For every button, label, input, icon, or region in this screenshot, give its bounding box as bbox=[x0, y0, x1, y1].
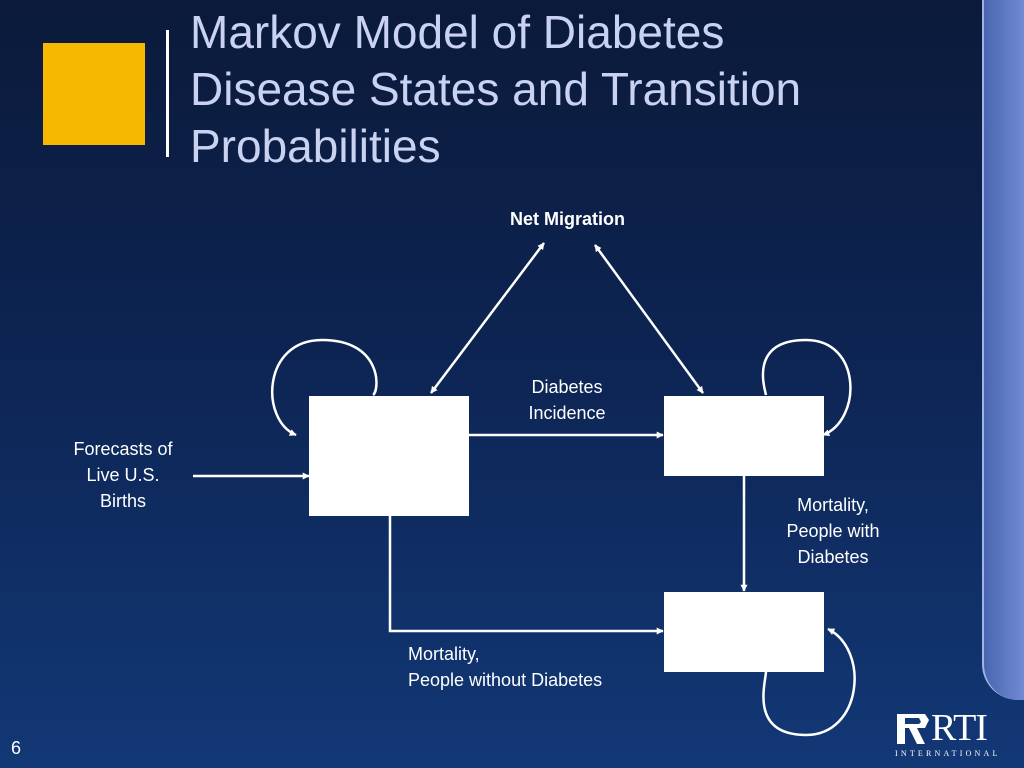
rti-logo-name: RTI bbox=[931, 707, 988, 749]
rti-logo-subtitle: INTERNATIONAL bbox=[895, 749, 1001, 758]
rti-logo-mark-icon bbox=[897, 714, 929, 744]
births-label: Forecasts of Live U.S. Births bbox=[73, 439, 173, 511]
net-migration-label: Net Migration bbox=[510, 209, 625, 229]
mortality-with-label: Mortality, People with Diabetes bbox=[786, 495, 880, 567]
migration-arrow-right bbox=[593, 244, 705, 394]
self-loop-no-diabetes bbox=[270, 338, 378, 437]
state-no-diabetes-box bbox=[309, 396, 469, 516]
migration-arrow-left bbox=[430, 242, 545, 394]
rti-logo: RTI INTERNATIONAL bbox=[895, 708, 1013, 764]
decorative-side-bar bbox=[982, 0, 1024, 700]
incidence-label: Diabetes Incidence bbox=[528, 377, 606, 423]
self-loop-diabetes bbox=[761, 338, 852, 437]
slide-title: Markov Model of Diabetes Disease States … bbox=[190, 6, 802, 172]
accent-square bbox=[43, 43, 145, 145]
mortality-without-label: Mortality, People without Diabetes bbox=[408, 644, 603, 690]
slide-number: 6 bbox=[11, 738, 22, 758]
mortality-without-arrow bbox=[388, 516, 664, 635]
state-dead-box bbox=[664, 592, 824, 672]
title-divider bbox=[166, 30, 169, 157]
self-loop-dead bbox=[762, 627, 856, 737]
state-diabetes-box bbox=[664, 396, 824, 476]
